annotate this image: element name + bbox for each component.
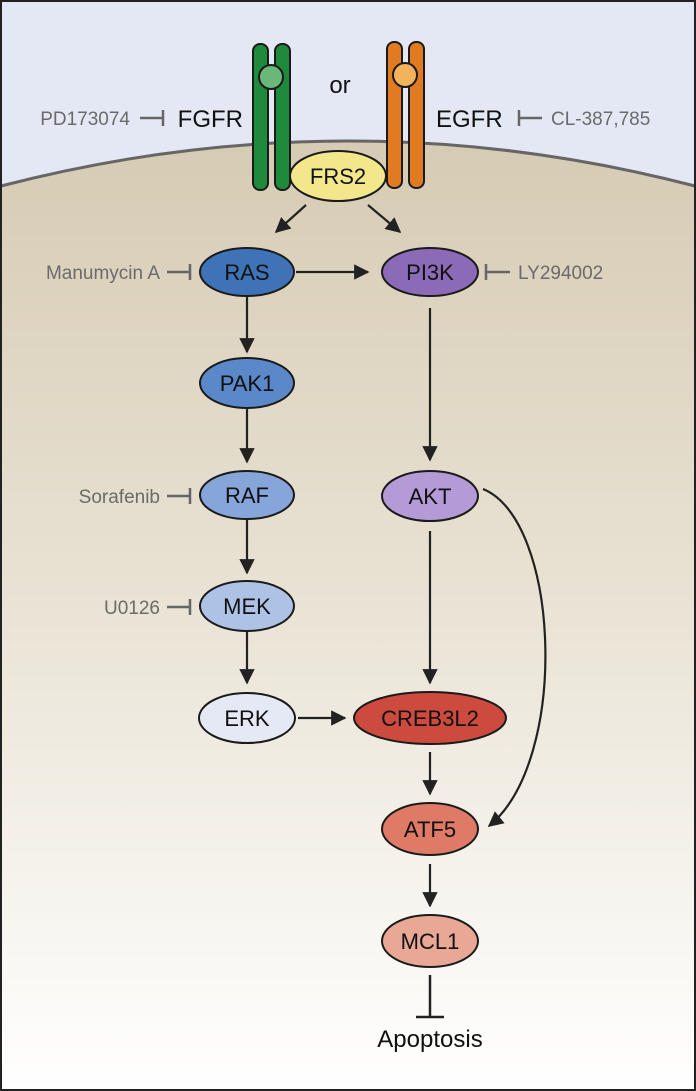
pi3k-inhibition-bar: [484, 264, 510, 280]
node-raf-label: RAF: [225, 483, 269, 508]
or-label: or: [329, 72, 350, 99]
fgfr-receptor: [252, 43, 291, 191]
node-creb3l2: CREB3L2: [353, 691, 507, 745]
egfr-inhibition-bar: [517, 110, 542, 126]
raf-inhibition-bar: [167, 488, 192, 504]
pathway-arrows: [239, 204, 547, 908]
node-akt: AKT: [381, 470, 479, 522]
node-ras-label: RAS: [224, 260, 269, 285]
node-frs2: FRS2: [289, 150, 387, 202]
node-erk-label: ERK: [224, 706, 270, 731]
cell-cytoplasm: [1, 141, 695, 1090]
mek-inhibition-bar: [167, 599, 192, 615]
node-erk: ERK: [198, 692, 296, 744]
raf-inhibitor-label: Sorafenib: [79, 487, 160, 508]
mcl1-apoptosis-inhibition: [416, 975, 444, 1019]
node-mek: MEK: [199, 580, 295, 632]
fgfr-ligand-circle: [258, 64, 284, 90]
mek-inhibitor-label: U0126: [104, 598, 160, 619]
node-mek-label: MEK: [223, 594, 271, 619]
egfr-ligand-circle: [392, 62, 418, 88]
fgfr-label: FGFR: [178, 106, 243, 133]
cell-membrane: [0, 139, 696, 188]
node-akt-label: AKT: [409, 484, 452, 509]
ras-inhibition-bar: [167, 264, 192, 280]
arrow-akt-atf5: [482, 487, 547, 827]
egfr-label: EGFR: [436, 106, 503, 133]
node-mcl1: MCL1: [381, 914, 479, 968]
node-pak1: PAK1: [199, 357, 295, 409]
node-pak1-label: PAK1: [220, 371, 275, 396]
fgfr-inhibitor-label: PD173074: [40, 109, 130, 130]
pi3k-inhibitor-label: LY294002: [518, 263, 603, 284]
fgfr-inhibition-bar: [140, 110, 165, 126]
egfr-inhibitor-label: CL-387,785: [551, 109, 650, 130]
apoptosis-label: Apoptosis: [377, 1026, 482, 1053]
arrow-frs2-ras: [274, 204, 307, 234]
node-mcl1-label: MCL1: [401, 929, 460, 954]
node-ras: RAS: [199, 247, 295, 297]
node-atf5: ATF5: [381, 802, 479, 856]
node-pi3k-label: PI3K: [406, 260, 454, 285]
arrow-frs2-pi3k: [367, 204, 402, 233]
node-raf: RAF: [199, 470, 295, 520]
ras-inhibitor-label: Manumycin A: [46, 263, 160, 284]
node-creb3l2-label: CREB3L2: [381, 706, 479, 731]
node-pi3k: PI3K: [381, 247, 479, 297]
egfr-receptor: [386, 41, 425, 189]
node-atf5-label: ATF5: [404, 817, 456, 842]
node-frs2-label: FRS2: [310, 164, 366, 189]
